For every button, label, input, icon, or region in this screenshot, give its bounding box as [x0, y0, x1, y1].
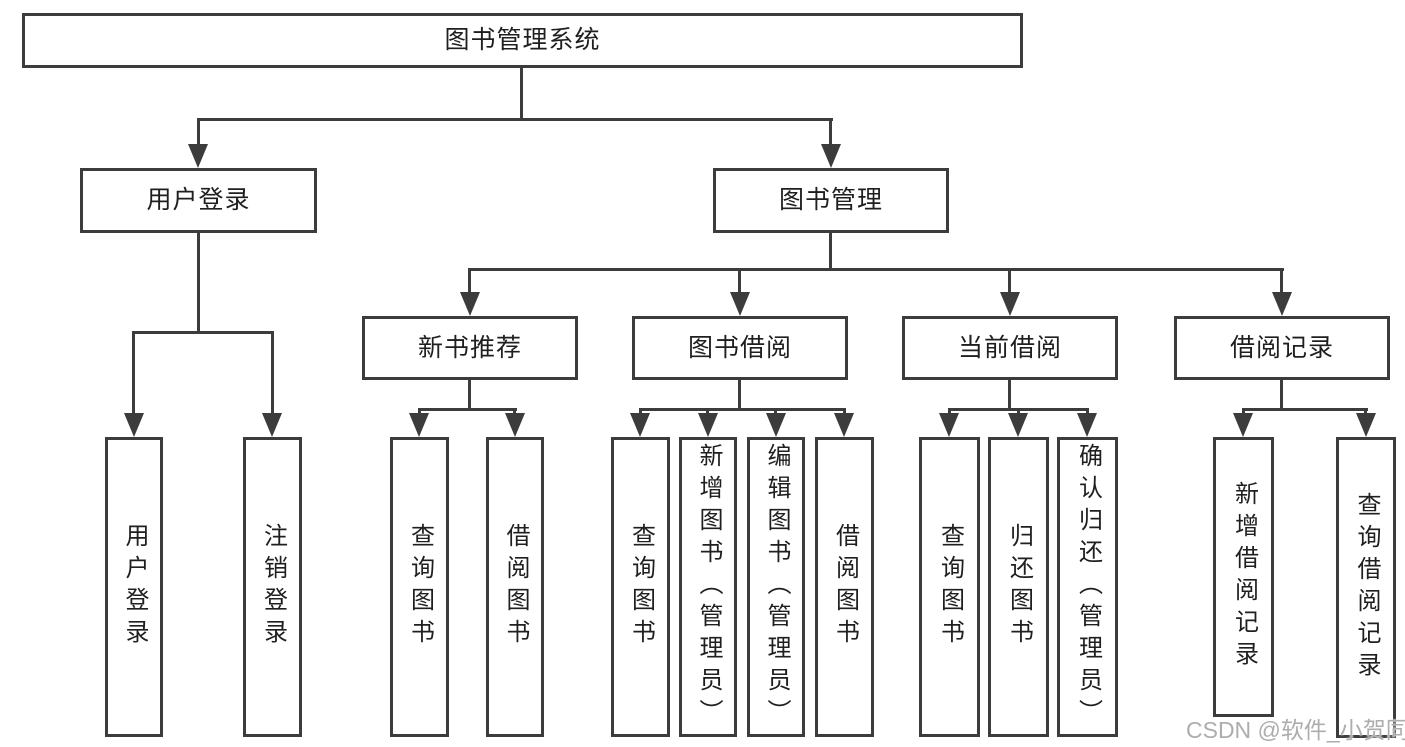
connector-line [1008, 380, 1011, 410]
connector-line [948, 408, 1089, 411]
leaf-confirm-return-admin: 确认归还（管理员） [1057, 437, 1118, 737]
leaf-borrow-books-recommend: 借阅图书 [486, 437, 544, 737]
arrow-down-icon [262, 413, 282, 437]
arrow-down-icon [124, 413, 144, 437]
connector-line [197, 120, 200, 146]
node-book-management: 图书管理 [713, 168, 949, 233]
connector-line [132, 331, 274, 334]
connector-line [197, 233, 200, 333]
node-user-login: 用户登录 [80, 168, 317, 233]
connector-line [468, 270, 471, 294]
leaf-query-borrow-record: 查询借阅记录 [1336, 437, 1396, 738]
arrow-down-icon [1000, 292, 1020, 316]
arrow-down-icon [766, 413, 786, 437]
leaf-add-books-admin: 新增图书（管理员） [679, 437, 737, 737]
arrow-down-icon [698, 413, 718, 437]
connector-line [468, 380, 471, 410]
connector-line [738, 270, 741, 294]
connector-line [738, 380, 741, 410]
leaf-logout: 注销登录 [243, 437, 302, 737]
connector-line [1280, 380, 1283, 410]
connector-line [271, 333, 274, 415]
connector-line [197, 118, 833, 121]
leaf-query-books-borrow: 查询图书 [611, 437, 670, 737]
leaf-edit-books-admin: 编辑图书（管理员） [747, 437, 805, 737]
arrow-down-icon [834, 413, 854, 437]
arrow-down-icon [460, 292, 480, 316]
arrow-down-icon [1077, 413, 1097, 437]
arrow-down-icon [1008, 413, 1028, 437]
connector-line [829, 120, 832, 146]
arrow-down-icon [188, 144, 208, 168]
csdn-watermark: CSDN @软件_小贺同学 [1186, 717, 1405, 743]
connector-line [418, 408, 517, 411]
leaf-query-books-current: 查询图书 [919, 437, 980, 737]
arrow-down-icon [1233, 413, 1253, 437]
leaf-return-books: 归还图书 [988, 437, 1049, 737]
arrow-down-icon [939, 413, 959, 437]
node-book-borrowing: 图书借阅 [632, 316, 848, 380]
node-new-book-recommend: 新书推荐 [362, 316, 578, 380]
node-library-system: 图书管理系统 [22, 13, 1023, 68]
connector-line [468, 268, 1284, 271]
connector-line [1280, 270, 1283, 294]
connector-line [1008, 270, 1011, 294]
arrow-down-icon [1272, 292, 1292, 316]
node-current-borrowing: 当前借阅 [902, 316, 1118, 380]
arrow-down-icon [1356, 413, 1376, 437]
leaf-borrow-books: 借阅图书 [815, 437, 874, 737]
leaf-query-books-recommend: 查询图书 [390, 437, 449, 737]
connector-line [132, 333, 135, 415]
arrow-down-icon [409, 413, 429, 437]
leaf-user-login: 用户登录 [105, 437, 163, 737]
connector-line [520, 68, 523, 120]
arrow-down-icon [630, 413, 650, 437]
arrow-down-icon [505, 413, 525, 437]
leaf-add-borrow-record: 新增借阅记录 [1213, 437, 1274, 717]
arrow-down-icon [730, 292, 750, 316]
connector-line [1242, 408, 1368, 411]
connector-line [639, 408, 846, 411]
node-borrow-records: 借阅记录 [1174, 316, 1390, 380]
arrow-down-icon [821, 144, 841, 168]
connector-line [829, 233, 832, 270]
